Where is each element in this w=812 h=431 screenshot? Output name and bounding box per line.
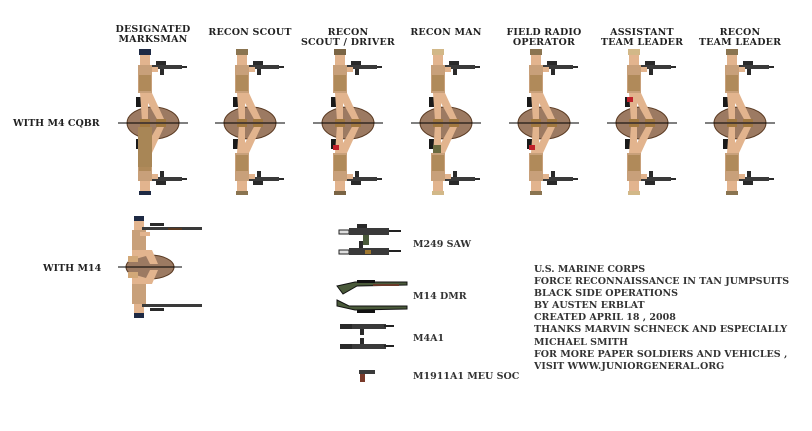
- weapon-label-m1911a1-meu-soc: M1911A1 MEU SOC: [413, 371, 520, 382]
- credits-line: CREATED APRIL 18 , 2008: [534, 312, 676, 324]
- row-label-m14: WITH M14: [43, 263, 102, 274]
- role-label-recon-scout-driver: RECON SCOUT / DRIVER: [293, 28, 403, 48]
- role-label-line: ASSISTANT: [610, 27, 674, 38]
- soldier-recon-man-m4: [411, 45, 481, 195]
- role-label-line: RECON MAN: [410, 27, 482, 38]
- role-label-recon-man: RECON MAN: [396, 28, 496, 38]
- m14-dmr-icon: [335, 278, 410, 314]
- soldier-recon-scout-driver-m4: [313, 45, 383, 195]
- role-label-field-radio-operator: FIELD RADIO OPERATOR: [494, 28, 594, 48]
- soldier-recon-scout-m4: [215, 45, 285, 195]
- role-label-line: TEAM LEADER: [698, 37, 782, 48]
- role-label-line: RECON SCOUT: [208, 27, 292, 38]
- credits-line: THANKS MARVIN SCHNECK AND ESPECIALLY: [534, 324, 788, 336]
- credits-line: FORCE RECONNAISSANCE IN TAN JUMPSUITS: [534, 276, 790, 288]
- role-label-recon-scout: RECON SCOUT: [200, 28, 300, 38]
- weapon-label-m14-dmr: M14 DMR: [413, 291, 467, 302]
- m1911a1-pistol-icon: [357, 368, 377, 384]
- credits-line: FOR MORE PAPER SOLDIERS AND VEHICLES ,: [534, 348, 788, 360]
- weapon-label-m4a1: M4A1: [413, 333, 445, 344]
- soldier-field-radio-operator-m4: [509, 45, 579, 195]
- row-label-m4-cqbr: WITH M4 CQBR: [13, 118, 100, 129]
- credits-line: MICHAEL SMITH: [534, 336, 628, 348]
- credits-block: U.S. MARINE CORPS FORCE RECONNAISSANCE I…: [534, 264, 789, 373]
- role-label-line: TEAM LEADER: [600, 37, 684, 48]
- role-label-line: RECON: [327, 27, 369, 38]
- soldier-marksman-m14-kneeling: [118, 210, 208, 325]
- credits-line: BY AUSTEN ERBLAT: [534, 300, 645, 312]
- soldier-assistant-team-leader-m4: [607, 45, 677, 195]
- role-label-assistant-team-leader: ASSISTANT TEAM LEADER: [592, 28, 692, 48]
- credits-link-line: VISIT WWW.JUNIORGENERAL.ORG: [534, 360, 725, 372]
- role-label-line: DESIGNATED: [115, 24, 191, 35]
- weapon-label-m249-saw: M249 SAW: [413, 239, 472, 250]
- m4a1-icon: [338, 320, 396, 354]
- m249-saw-icon: [337, 222, 405, 264]
- role-label-recon-team-leader: RECON TEAM LEADER: [690, 28, 790, 48]
- role-label-line: MARKSMAN: [118, 34, 188, 45]
- credits-line: U.S. MARINE CORPS: [534, 264, 646, 275]
- role-label-line: OPERATOR: [512, 37, 576, 48]
- role-label-line: SCOUT / DRIVER: [300, 37, 396, 48]
- credits-line: BLACK SIDE OPERATIONS: [534, 288, 679, 300]
- role-label-line: RECON: [719, 27, 761, 38]
- role-label-designated-marksman: DESIGNATED MARKSMAN: [103, 25, 203, 45]
- role-label-line: FIELD RADIO: [506, 27, 582, 38]
- soldier-designated-marksman-m4: [118, 45, 188, 195]
- soldier-recon-team-leader-m4: [705, 45, 775, 195]
